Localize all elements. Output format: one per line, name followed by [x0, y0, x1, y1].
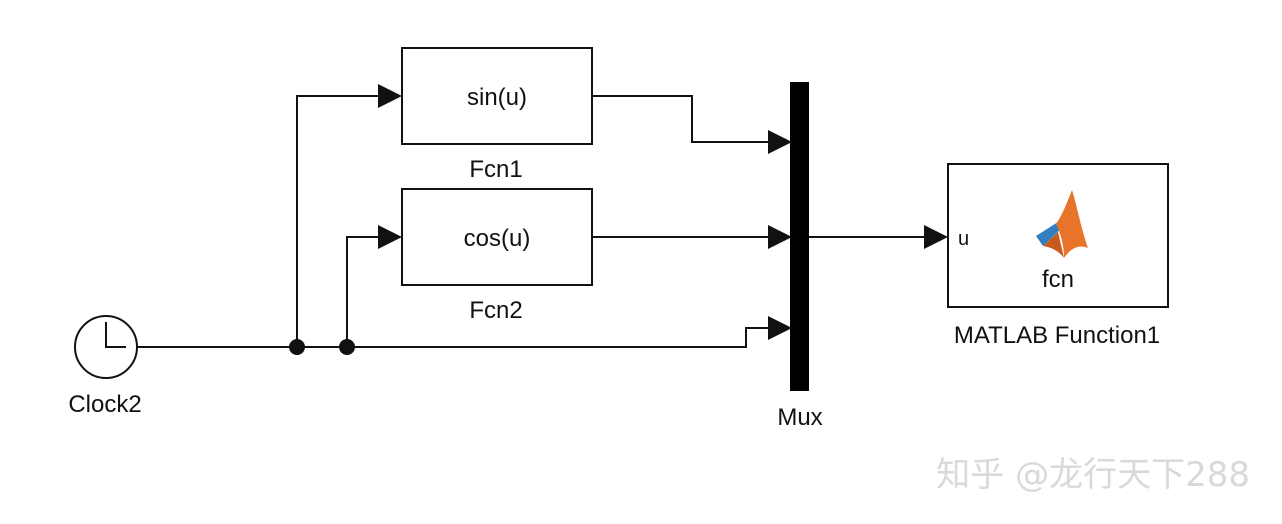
- mux-block[interactable]: [790, 82, 809, 391]
- matlab-function-block[interactable]: u fcn: [947, 163, 1169, 308]
- matlab-function-input-port-label: u: [958, 228, 969, 250]
- arrowhead-mux-input-1: [768, 130, 792, 154]
- matlab-function-name-label: MATLAB Function1: [954, 322, 1160, 349]
- wire-branch-to-fcn1[interactable]: [296, 95, 378, 347]
- watermark-text: 知乎 @龙行天下288: [936, 455, 1250, 495]
- fcn1-expression: sin(u): [467, 84, 527, 111]
- branch-point-2: [339, 339, 355, 355]
- matlab-logo-icon: [1036, 190, 1088, 258]
- arrowhead-matlab-function-input: [924, 225, 948, 249]
- wire-fcn1-to-mux[interactable]: [592, 95, 770, 143]
- wire-clock-to-mux[interactable]: [137, 327, 770, 348]
- fcn2-name-label: Fcn2: [469, 297, 522, 324]
- clock-name-label: Clock2: [68, 391, 141, 418]
- mux-name-label: Mux: [777, 404, 822, 431]
- branch-point-1: [289, 339, 305, 355]
- wire-branch-to-fcn2[interactable]: [346, 236, 378, 347]
- matlab-function-fcn-label: fcn: [1042, 266, 1074, 293]
- fcn2-block-body[interactable]: [401, 188, 593, 286]
- clock-hands-icon: [105, 322, 126, 348]
- arrowhead-fcn1-input: [378, 84, 402, 108]
- arrowhead-fcn2-input: [378, 225, 402, 249]
- clock-block[interactable]: [74, 315, 138, 379]
- fcn1-block-body[interactable]: [401, 47, 593, 145]
- fcn1-name-label: Fcn1: [469, 156, 522, 183]
- fcn2-expression: cos(u): [464, 225, 531, 252]
- fcn2-block[interactable]: cos(u): [401, 188, 593, 286]
- arrowhead-mux-input-3: [768, 316, 792, 340]
- fcn1-block[interactable]: sin(u): [401, 47, 593, 145]
- arrowhead-mux-input-2: [768, 225, 792, 249]
